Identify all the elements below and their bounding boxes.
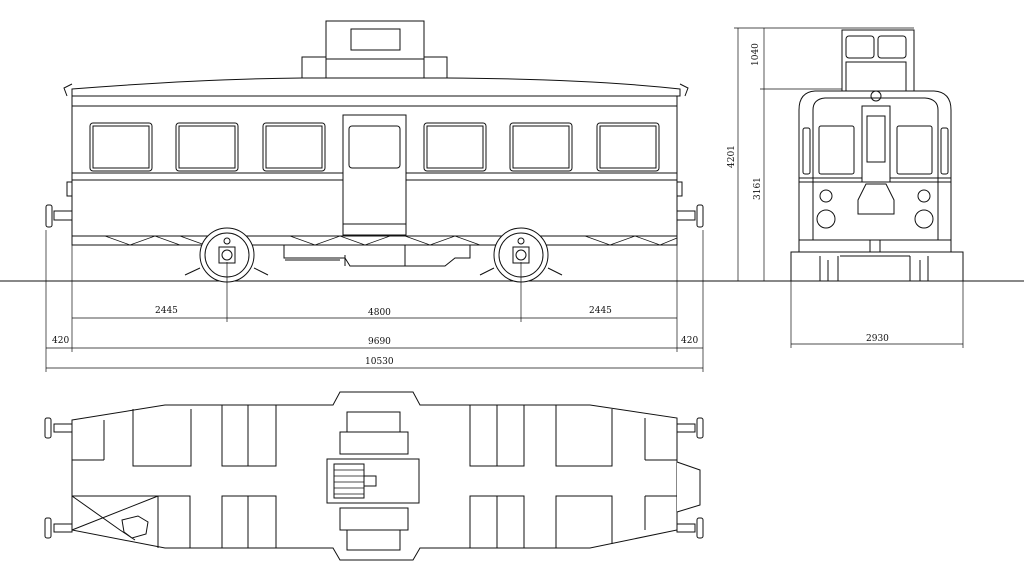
top-view	[44, 391, 704, 561]
window-pane	[178, 125, 236, 169]
side-windows	[89, 122, 660, 172]
dim-overhang-right: 420	[681, 336, 698, 346]
dim-bogie-rear: 2445	[589, 306, 612, 316]
cupola-top	[325, 20, 425, 60]
top-end-cab	[676, 461, 701, 513]
window-pane	[512, 125, 570, 169]
cupola-base	[301, 56, 448, 81]
window	[89, 122, 153, 172]
dim-bogie-front: 2445	[155, 306, 178, 316]
end-view: 4201 1040 3161 2930	[727, 27, 964, 348]
dim-total-height: 4201	[727, 145, 737, 168]
cupola-window	[350, 28, 401, 51]
top-center-hatch	[326, 411, 420, 551]
window	[175, 122, 239, 172]
end-dimensions: 4201 1040 3161 2930	[727, 27, 964, 348]
window	[509, 122, 573, 172]
dim-body-height: 3161	[753, 177, 763, 200]
door-window	[348, 125, 401, 169]
window-pane	[92, 125, 150, 169]
window-pane	[599, 125, 657, 169]
window	[423, 122, 487, 172]
dim-body-length: 9690	[368, 337, 391, 347]
side-door	[342, 114, 407, 236]
window-pane	[265, 125, 323, 169]
seats-upper	[132, 405, 613, 467]
buffers-side	[45, 181, 704, 228]
buffers-top	[44, 417, 704, 539]
window	[596, 122, 660, 172]
roof	[71, 77, 681, 97]
dim-cab-height: 1040	[751, 43, 761, 66]
dim-width: 2930	[866, 334, 889, 344]
bogie-front	[184, 227, 269, 283]
dim-bogie-center: 4800	[368, 308, 391, 318]
window-pane	[426, 125, 484, 169]
seats-lower	[71, 495, 613, 548]
dim-overhang-left: 420	[52, 336, 69, 346]
dim-total-length: 10530	[365, 357, 394, 367]
roof-ends	[63, 83, 689, 97]
window	[262, 122, 326, 172]
underframe	[71, 235, 678, 267]
side-dimensions: 2445 4800 2445 420 9690 420 10530	[45, 230, 704, 372]
side-view: 2445 4800 2445 420 9690 420 10530	[45, 20, 704, 372]
